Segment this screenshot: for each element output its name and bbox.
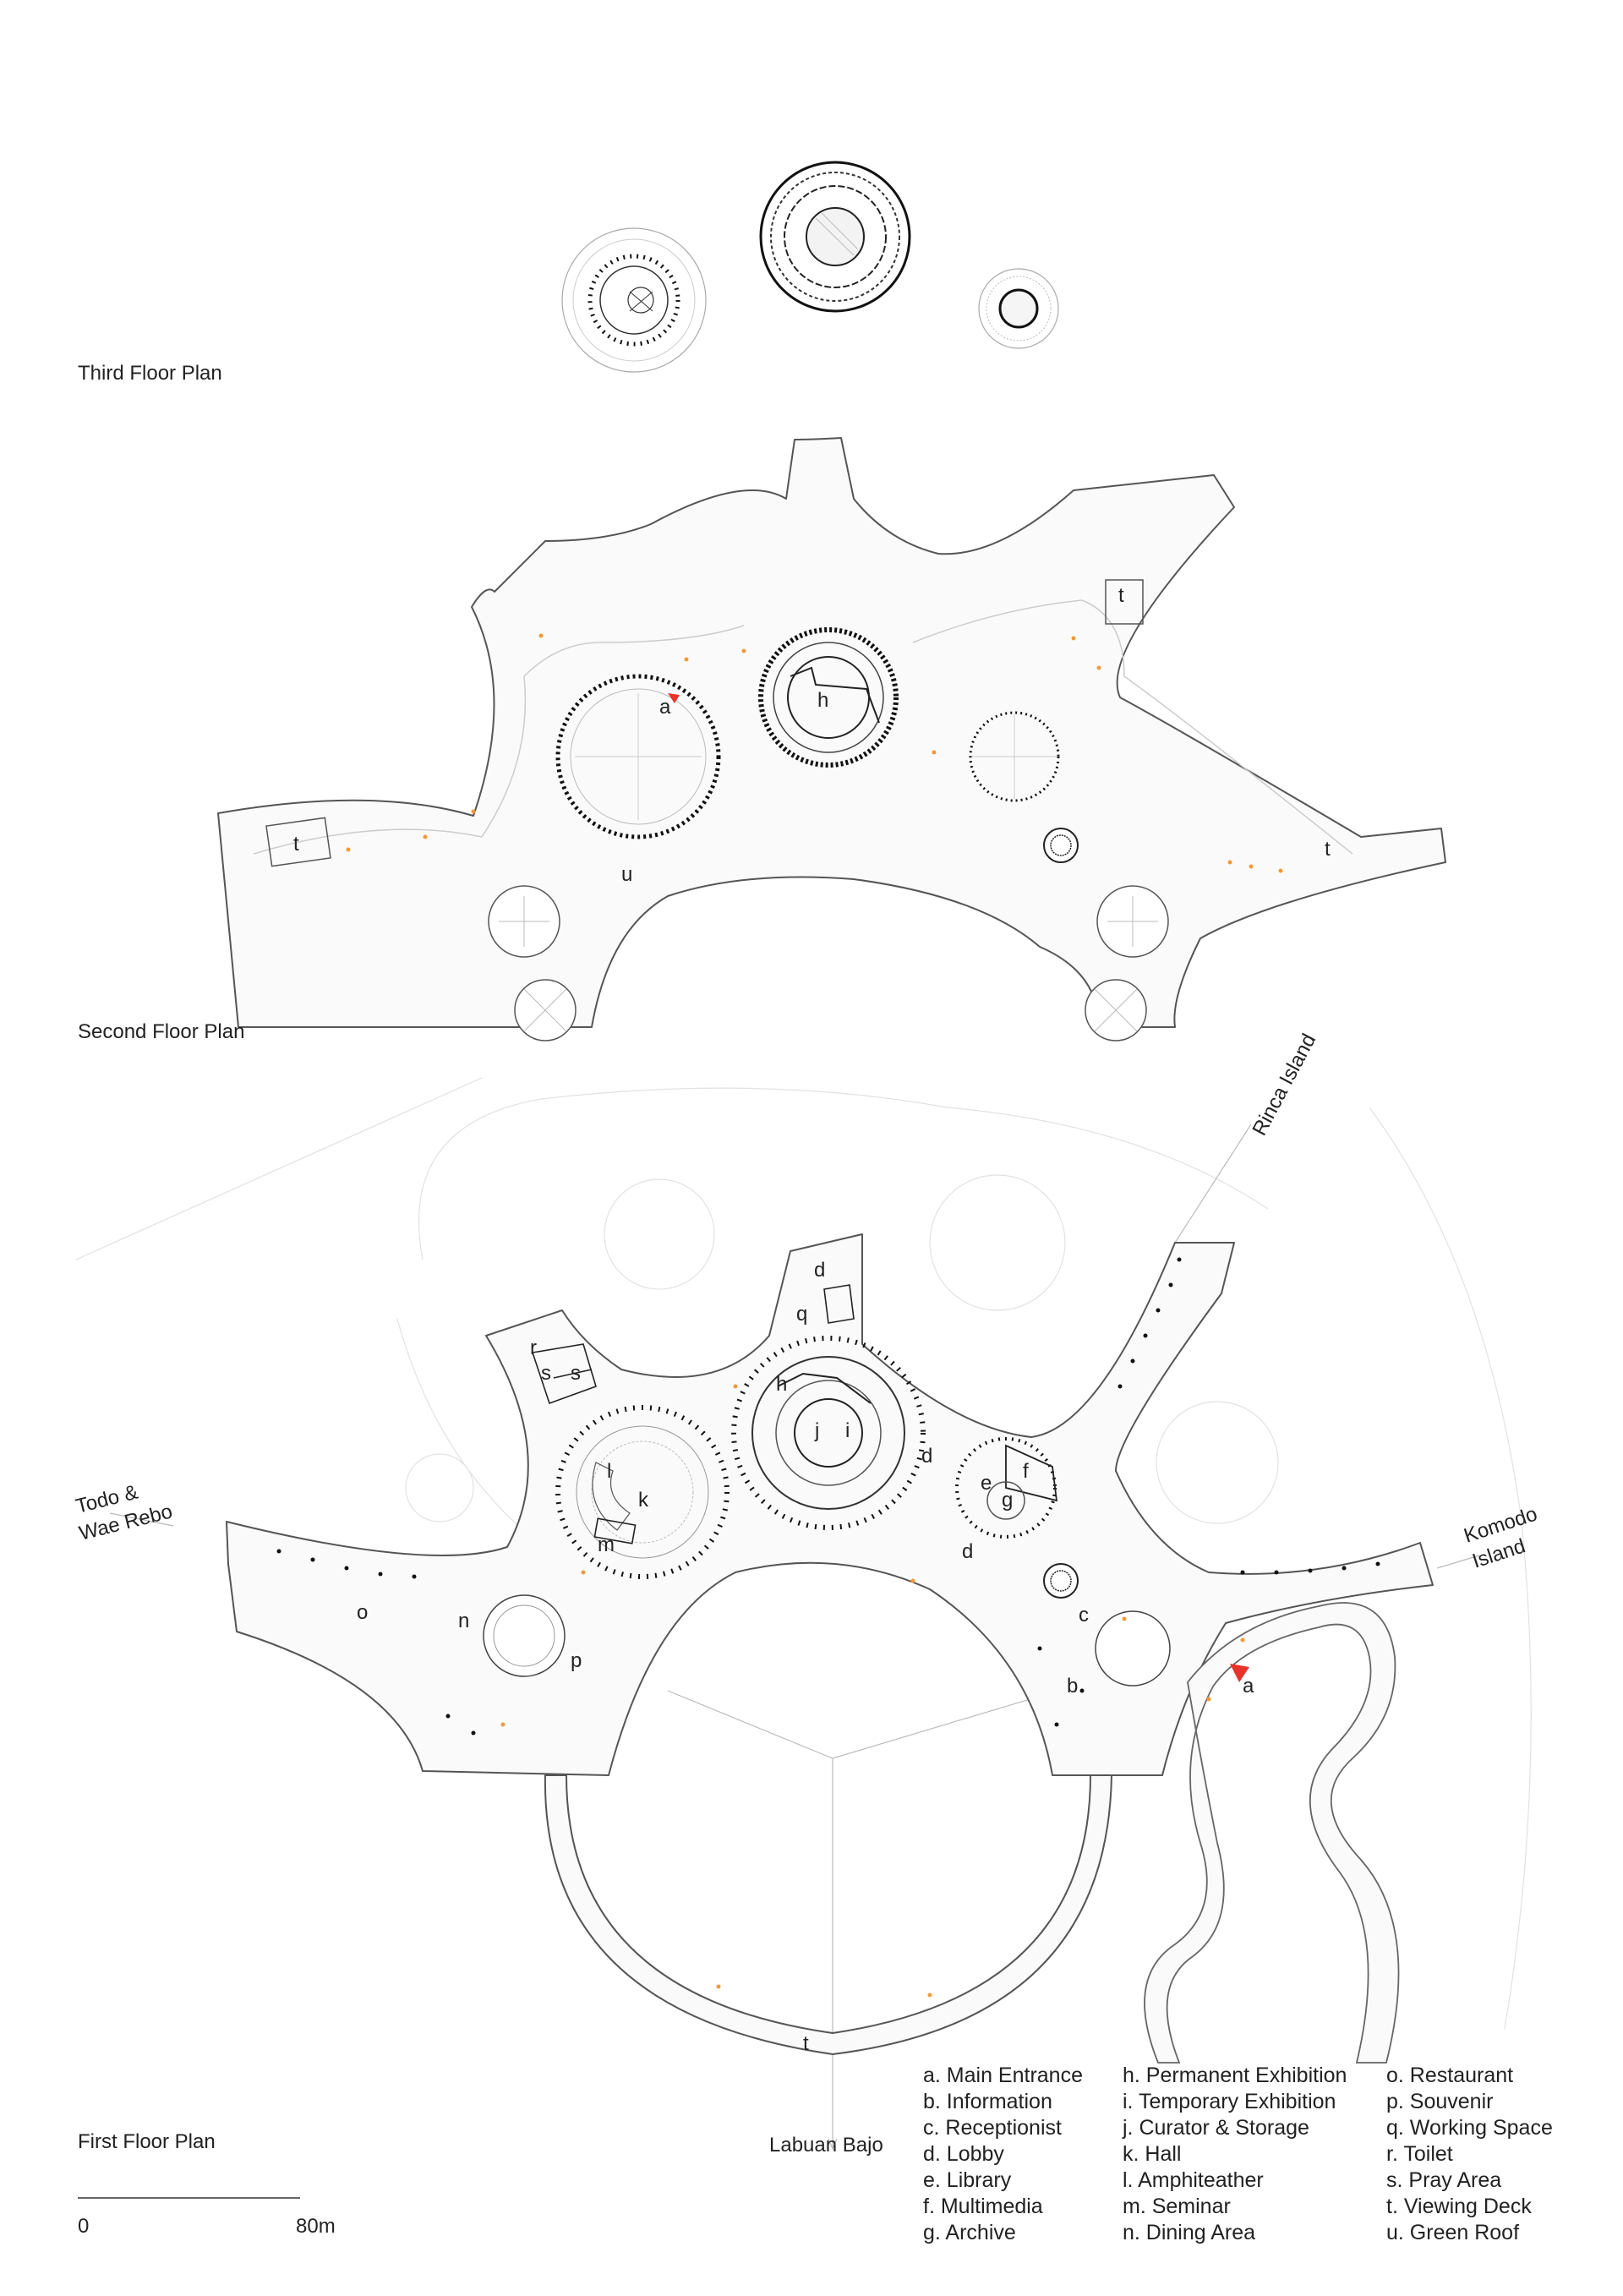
legend-column-2: h. Permanent Exhibition i. Temporary Exh… [1123,2063,1347,2246]
first-floor-circle-p [483,1594,1171,1686]
third-floor-right-dome [978,268,1059,349]
main-entrance-marker [1230,1664,1249,1682]
second-floor-label-t: t [1325,838,1331,861]
legend-item: m. Seminar [1123,2195,1231,2218]
second-floor-label-a: a [659,696,671,719]
first-floor-title: First Floor Plan [78,2130,216,2153]
second-floor-lights [346,633,1283,873]
legend-column-3: o. Restaurant p. Souvenir q. Working Spa… [1386,2063,1553,2246]
first-floor-columns [276,1257,1380,1736]
label-s-pray-area: s [571,1362,581,1385]
second-floor-label-u: u [621,863,632,886]
first-floor-service-rooms [531,1284,855,1405]
label-m-seminar: m [598,1533,615,1556]
second-floor-stair [1043,828,1079,863]
serpentine-walkway [1144,1602,1400,2064]
label-i-temporary-exhibition: i [845,1419,850,1442]
legend-item: e. Library [923,2168,1012,2192]
second-floor-entrance-marker [668,693,680,703]
legend-item: t. Viewing Deck [1386,2195,1532,2218]
second-floor-viewing-decks [265,579,1144,867]
label-j-curator-storage: j [814,1419,819,1442]
label-e-library: e [981,1472,992,1495]
scale-start-label: 0 [78,2215,90,2238]
direction-rinca-island: Rinca Island [1248,1030,1320,1140]
second-floor-plan: a h t t t u [217,437,1446,1041]
legend-item: u. Green Roof [1386,2221,1520,2244]
label-d-lobby: d [921,1445,932,1468]
label-t-viewing-deck: t [803,2032,809,2055]
second-floor-label-h: h [817,689,828,712]
legend-item: g. Archive [923,2221,1016,2244]
legend-item: i. Temporary Exhibition [1123,2090,1336,2113]
label-l-amphitheater: l [607,1460,611,1483]
second-floor-circle-right [969,711,1060,802]
site-context [75,1077,1532,2030]
legend-item: c. Receptionist [923,2116,1062,2140]
third-floor-center-dome [759,161,911,313]
first-floor-stair [1043,1563,1079,1599]
first-floor-circle-f [955,1437,1058,1539]
viewing-deck-loop [544,1774,1113,2056]
legend-item: q. Working Space [1386,2116,1553,2140]
third-floor-plan [561,161,1059,373]
first-floor-circle-k [555,1405,730,1579]
legend-item: h. Permanent Exhibition [1123,2064,1347,2087]
legend-item: d. Lobby [923,2142,1004,2166]
label-h-permanent-exhibition: h [776,1373,787,1396]
legend-item: j. Curator & Storage [1123,2116,1309,2140]
third-floor-left-dome [561,227,707,373]
label-r-toilet: r [530,1337,537,1359]
first-floor-plan: d q r s s h j i d l k m e f g d o n p c … [74,1030,1540,2157]
label-c-receptionist: c [1079,1604,1089,1626]
first-floor-lights [500,1384,1245,1998]
second-floor-title: Second Floor Plan [78,1020,245,1043]
legend-item: p. Souvenir [1386,2090,1494,2113]
label-b-information: b [1067,1675,1078,1697]
legend-item: l. Amphiteather [1123,2168,1264,2192]
label-p-souvenir: p [571,1649,582,1672]
second-floor-label-t: t [1118,584,1124,607]
legend-item: b. Information [923,2090,1052,2113]
legend-item: k. Hall [1123,2142,1182,2166]
second-floor-label-t: t [293,833,299,856]
legend-item: s. Pray Area [1386,2168,1502,2192]
legend-item: a. Main Entrance [923,2064,1083,2087]
second-floor-circle-h [758,627,899,768]
direction-labuan-bajo: Labuan Bajo [769,2134,883,2157]
first-floor-circle-h [731,1336,926,1530]
label-g-archive: g [1002,1489,1013,1512]
label-d-lobby: d [814,1259,825,1282]
legend-item: o. Restaurant [1386,2064,1514,2087]
third-floor-title: Third Floor Plan [78,362,222,385]
label-o-restaurant: o [357,1601,368,1624]
scale-end-label: 80m [296,2215,336,2238]
label-q-working-space: q [796,1303,807,1326]
label-d-lobby: d [962,1540,973,1563]
legend-item: n. Dining Area [1123,2221,1256,2244]
label-a-main-entrance: a [1243,1675,1254,1697]
legend-item: r. Toilet [1386,2142,1453,2166]
label-s-pray-area: s [541,1362,551,1385]
second-floor-circle-a [555,674,721,839]
legend-item: f. Multimedia [923,2195,1043,2218]
legend-column-1: a. Main Entrance b. Information c. Recep… [923,2063,1083,2246]
label-n-dining-area: n [458,1610,469,1632]
label-f-multimedia: f [1023,1460,1029,1483]
label-k-hall: k [638,1489,649,1512]
